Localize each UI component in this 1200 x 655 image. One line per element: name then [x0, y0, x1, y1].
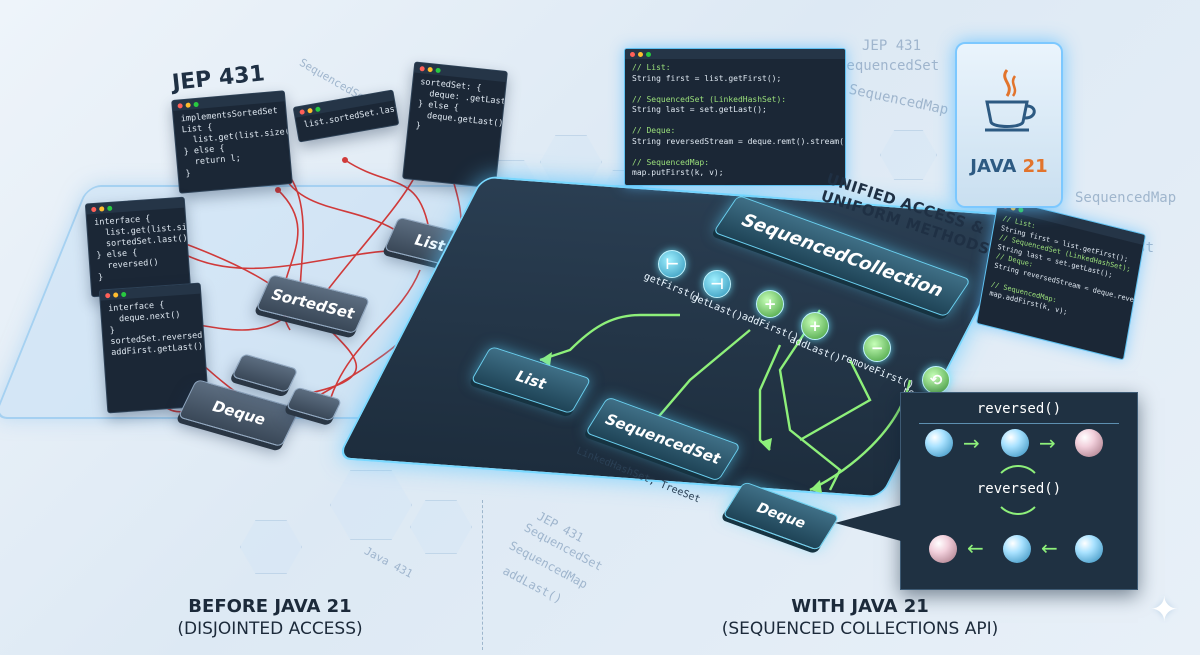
reversed-panel: reversed() → → reversed() ← ←: [900, 392, 1138, 590]
node-ball: [929, 535, 957, 563]
code-line: // SequencedSet (LinkedHashSet):: [632, 94, 787, 104]
reversed-top-label: reversed(): [976, 401, 1062, 417]
floating-label: Java 431: [362, 544, 415, 581]
node-ball: [925, 429, 953, 457]
arrow-right-icon: →: [1039, 431, 1056, 455]
arrow-left-icon: ←: [1041, 536, 1058, 560]
java-label: JAVA 21: [963, 156, 1055, 177]
node-ball: [1075, 429, 1103, 457]
op-getlast: ⊣ getLast(): [690, 270, 744, 323]
java-version: 21: [1022, 156, 1048, 177]
reversed-divider: [919, 423, 1119, 424]
first-element-icon: ⊢: [658, 250, 687, 278]
code-line: String last = set.getLast();: [632, 105, 767, 114]
legacy-code-window: interface { list.get(list.size()-1) sort…: [84, 196, 192, 298]
legacy-code-window: sortedSet: { deque: .getLast()} else { d…: [402, 61, 508, 189]
code-line: [632, 84, 838, 95]
before-caption-line1: BEFORE JAVA 21: [188, 596, 352, 617]
op-removelast: ⟲ removeLast(): [900, 366, 972, 422]
floating-label: SequencedMap: [1075, 190, 1177, 206]
node-ball: [1003, 535, 1031, 563]
cycle-arrows-icon: [993, 465, 1043, 515]
node-ball: [1001, 429, 1029, 457]
with-caption-line1: WITH JAVA 21: [791, 596, 929, 617]
op-addlast: + addLast(): [788, 312, 842, 365]
java-cup-icon: [985, 69, 1036, 132]
reversed-mid-label: reversed(): [976, 481, 1062, 497]
panel-pointer: [835, 505, 901, 541]
last-element-icon: ⊣: [703, 270, 732, 298]
floating-label: JEP 431: [862, 38, 922, 54]
op-addfirst: + addFirst(): [740, 290, 800, 344]
plus-icon: +: [801, 312, 830, 340]
plus-icon: +: [756, 290, 785, 318]
code-line: // List:: [632, 63, 671, 72]
before-caption-line2: (DISJOINTED ACCESS): [177, 619, 363, 639]
op-getfirst: ⊢ getFirst(): [642, 250, 702, 304]
code-line: [632, 116, 838, 127]
with-caption-line2: (SEQUENCED COLLECTIONS API): [721, 619, 999, 639]
divider: [482, 500, 483, 650]
floating-label: SequencedMap: [847, 81, 950, 119]
node-ball: [1075, 535, 1103, 563]
sparkle-icon: ✦: [1150, 590, 1179, 630]
code-line: [632, 147, 838, 158]
java21-code-window: // List:String first = list.getFirst(); …: [624, 48, 846, 186]
code-line: map.putFirst(k, v);: [632, 168, 724, 177]
before-caption: BEFORE JAVA 21 (DISJOINTED ACCESS): [140, 596, 400, 639]
arrow-right-icon: →: [963, 431, 980, 455]
floating-label: SequencedSet: [838, 58, 940, 74]
code-line: String reversedStream = deque.remt().str…: [632, 136, 846, 146]
minus-icon: −: [863, 334, 892, 362]
java-text: JAVA: [970, 156, 1017, 177]
java21-side-code-window: // List:String first = list.getFirst();/…: [975, 197, 1147, 361]
code-line: String first = list.getFirst();: [632, 73, 782, 83]
code-line: // Deque:: [632, 126, 676, 135]
code-line: // SequencedMap:: [632, 157, 710, 167]
java21-badge: JAVA 21: [955, 42, 1063, 208]
cycle-icon: ⟲: [922, 366, 951, 394]
op-removefirst: − removeFirst(): [838, 334, 916, 391]
with-caption: WITH JAVA 21 (SEQUENCED COLLECTIONS API): [690, 596, 1030, 639]
arrow-left-icon: ←: [967, 536, 984, 560]
